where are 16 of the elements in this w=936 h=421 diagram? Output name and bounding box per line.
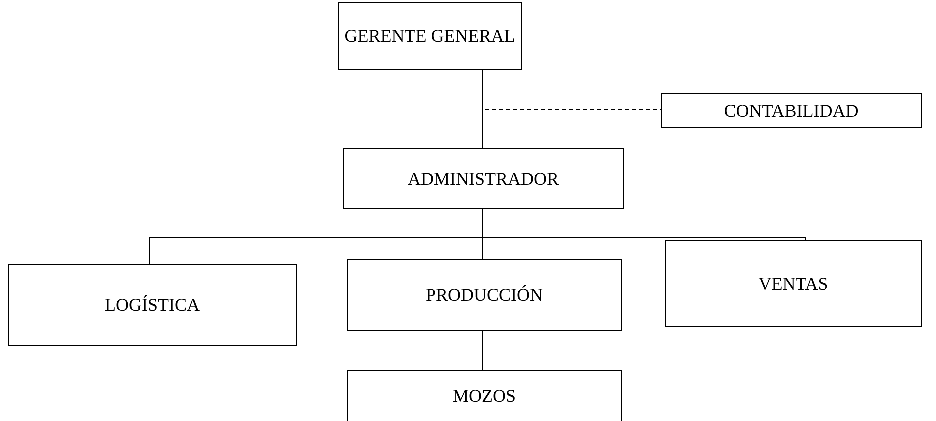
box-title: ADMINISTRADOR: [408, 168, 559, 190]
box-title: VENTAS: [758, 272, 828, 296]
box-title: MOZOS: [452, 385, 516, 408]
org-box: [665, 240, 922, 327]
connector-line: [482, 330, 484, 370]
org-box: [347, 259, 622, 331]
box-title: LOGÍSTICA: [105, 294, 200, 317]
org-box: [8, 264, 297, 346]
org-box: [338, 2, 522, 70]
box-title: PRODUCCIÓN: [426, 284, 544, 307]
box-title: CONTABILIDAD: [724, 100, 859, 122]
org-box: [343, 148, 624, 209]
org-box: [661, 93, 922, 128]
dashed-connector: [482, 70, 662, 110]
org-box: [347, 370, 622, 421]
box-title: GERENTE GENERAL: [344, 25, 516, 48]
